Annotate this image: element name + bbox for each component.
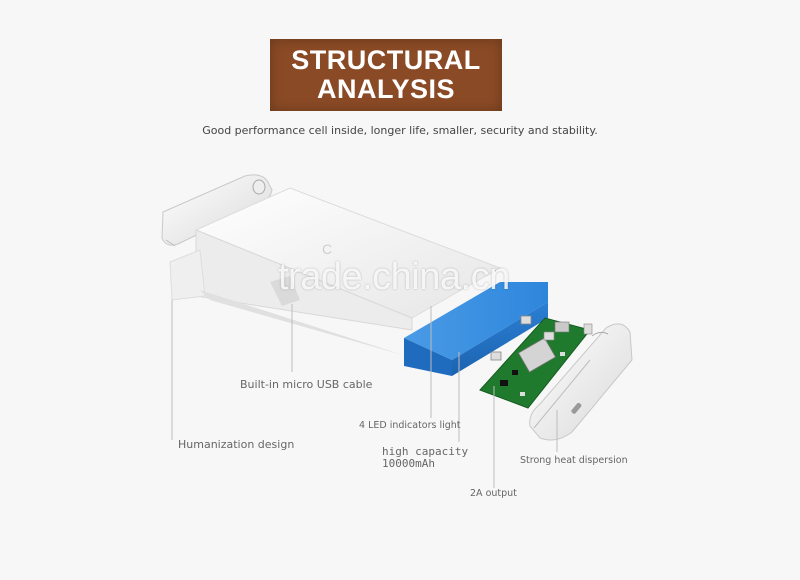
led-indicators-label: 4 LED indicators light bbox=[359, 420, 461, 431]
subtitle: Good performance cell inside, longer lif… bbox=[202, 124, 598, 137]
circuit-board bbox=[479, 317, 593, 409]
usb-cable-label: Built-in micro USB cable bbox=[240, 378, 373, 391]
battery-cell bbox=[404, 282, 548, 376]
capacity-label-line1: high capacity bbox=[382, 445, 469, 458]
watermark-text: trade.china.cn bbox=[278, 256, 510, 298]
capacity-label: high capacity 10000mAh bbox=[382, 446, 468, 470]
right-end-cap bbox=[529, 323, 633, 441]
output-label: 2A output bbox=[470, 488, 517, 499]
main-casing: C bbox=[169, 187, 502, 360]
heat-dispersion-label: Strong heat dispersion bbox=[520, 455, 628, 466]
title-banner: STRUCTURAL ANALYSIS bbox=[270, 39, 502, 111]
left-end-cap bbox=[161, 174, 273, 247]
capacity-label-line2: 10000mAh bbox=[382, 457, 435, 470]
humanization-label: Humanization design bbox=[178, 438, 295, 451]
title-line-1: STRUCTURAL bbox=[291, 45, 481, 75]
svg-text:C: C bbox=[322, 241, 332, 257]
leader-lines bbox=[171, 300, 558, 488]
title-line-2: ANALYSIS bbox=[316, 74, 456, 104]
